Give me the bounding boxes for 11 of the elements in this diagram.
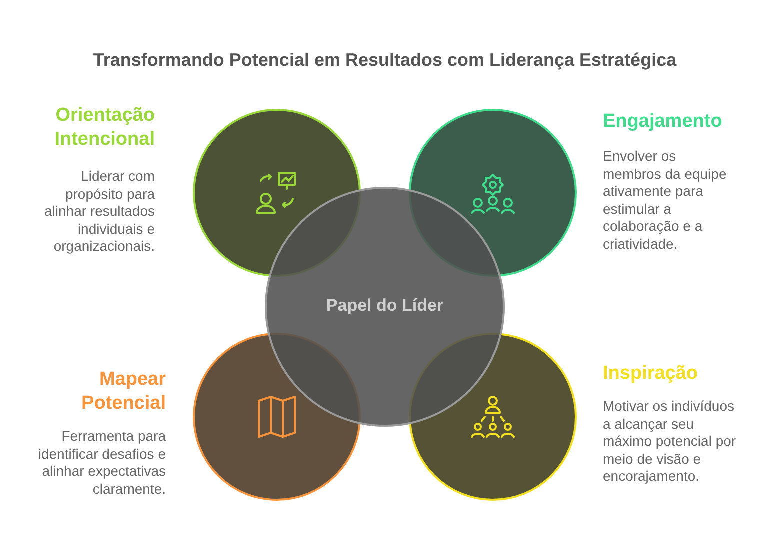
description-text: Liderar com propósito para alinhar resultados individuais e organizacionais. xyxy=(43,168,155,256)
node-label: Papel do Líder xyxy=(325,296,445,316)
diagram-title: Transformando Potencial em Resultados com Liderança Estratégica xyxy=(92,50,678,71)
description-text: Ferramenta para identificar desafios e alinhar expectativas claramente. xyxy=(37,428,166,498)
section-heading: Mapear Potencial xyxy=(80,368,166,416)
section-heading: Inspiração xyxy=(603,362,700,386)
circle-node xyxy=(265,187,505,427)
section-heading: Engajamento xyxy=(603,110,724,134)
section-heading: Orientação Intencional xyxy=(54,104,155,152)
description-text: Envolver os membros da equipe ativamente para estimular a colaboração e a criatividade. xyxy=(603,148,728,253)
description-text: Motivar os indivíduos a alcançar seu máximo potencial por meio de visão e encorajamento. xyxy=(603,398,738,486)
